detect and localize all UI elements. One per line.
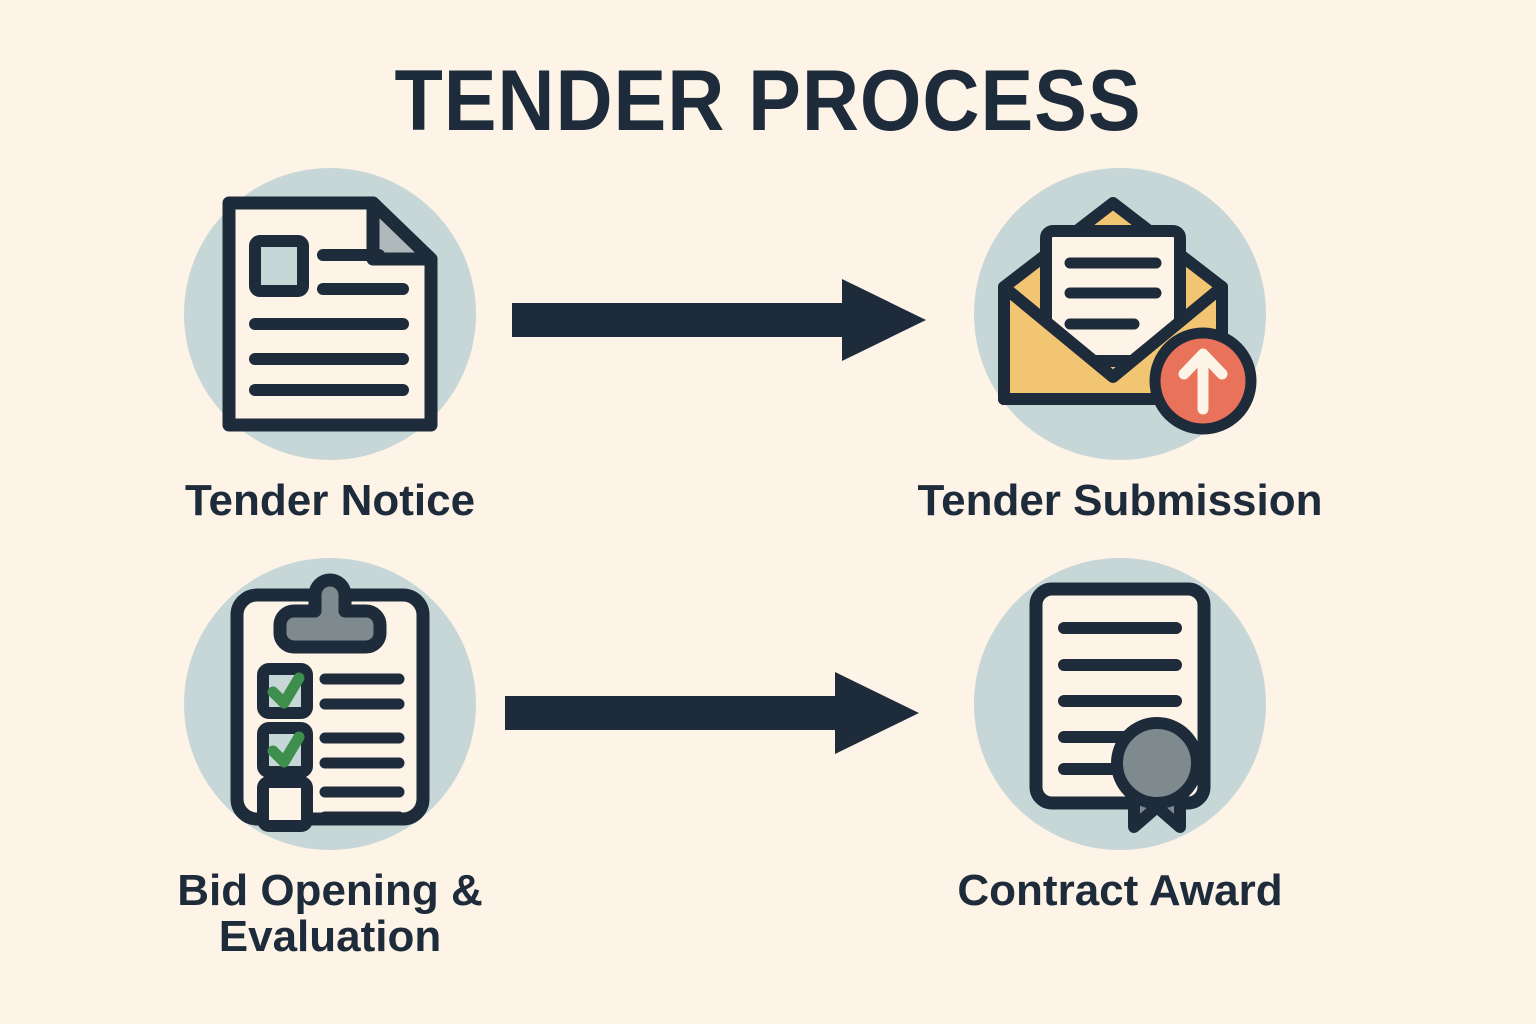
step-icon-circle	[974, 558, 1266, 850]
step-bid-opening-evaluation: Bid Opening & Evaluation	[120, 558, 540, 960]
check-icon	[267, 731, 305, 768]
arrow-evaluation-to-award	[505, 668, 925, 758]
step-label-bid-opening-evaluation: Bid Opening & Evaluation	[177, 866, 483, 962]
arrow-right-glyph	[512, 279, 926, 361]
step-contract-award: Contract Award	[910, 558, 1330, 914]
arrow-notice-to-submission	[512, 275, 932, 365]
clipboard-clip	[273, 573, 387, 654]
step-label-contract-award: Contract Award	[957, 866, 1283, 915]
seal-medallion	[1111, 717, 1203, 809]
certificate-seal-icon	[1029, 582, 1211, 833]
step-label-tender-submission: Tender Submission	[917, 476, 1323, 525]
document-icon	[222, 196, 438, 432]
clipboard-checklist-icon	[230, 573, 430, 832]
step-tender-submission: Tender Submission	[910, 168, 1330, 524]
envelope-upload-icon	[997, 196, 1256, 434]
step-icon-circle	[974, 168, 1266, 460]
step-tender-notice: Tender Notice	[120, 168, 540, 524]
step-label-tender-notice: Tender Notice	[184, 476, 476, 525]
step-icon-circle	[184, 168, 476, 460]
step-icon-circle	[184, 558, 476, 850]
arrow-right-glyph	[505, 672, 919, 754]
checkbox-unchecked	[257, 776, 313, 832]
page-title: TENDER PROCESS	[394, 53, 1142, 149]
check-icon	[267, 672, 305, 709]
